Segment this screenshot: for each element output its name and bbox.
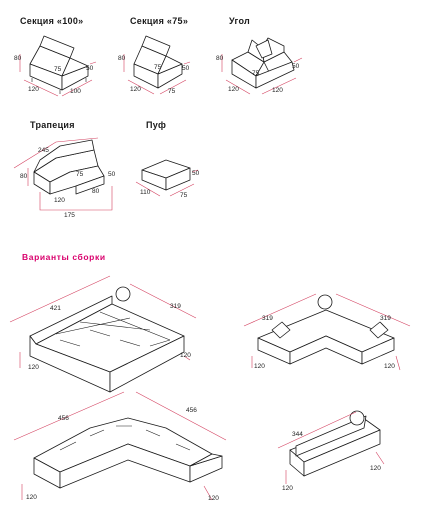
- dim-width: 75: [168, 88, 176, 95]
- dim-length-left: 421: [50, 305, 61, 312]
- dim-depth: 120: [228, 86, 239, 93]
- dim-depth: 120: [28, 86, 39, 93]
- dim-length-right: 456: [186, 407, 197, 414]
- assembly-variant-2: 319 319 120 120: [243, 293, 411, 371]
- dim-depth: 120: [54, 197, 65, 204]
- dim-seat-height: 50: [108, 171, 116, 178]
- dim-length-left: 456: [58, 415, 69, 422]
- section-100-drawing: 80 50 75 120 100: [14, 35, 97, 97]
- dim-seat-depth: 75: [54, 66, 62, 73]
- module-label-corner: Угол: [229, 16, 251, 26]
- assembly-variant-4: 344 120 120: [277, 410, 385, 492]
- dim-depth-left: 120: [282, 485, 293, 492]
- dim-length-right: 319: [170, 303, 181, 310]
- trapezoid-drawing: 245 80 50 75 120 80 175: [13, 137, 116, 219]
- dim-height: 80: [216, 55, 224, 62]
- dim-seat-depth: 75: [252, 70, 260, 77]
- module-label-pouf: Пуф: [146, 120, 167, 130]
- dim-height: 80: [118, 55, 126, 62]
- dim-total: 175: [64, 212, 75, 219]
- dim-depth-right: 120: [370, 465, 381, 472]
- assembly-variant-3: 456 456 120 120: [13, 391, 227, 502]
- dim-seat-height: 50: [292, 63, 300, 70]
- dim-width: 75: [180, 192, 188, 199]
- dim-depth-right: 120: [208, 495, 219, 502]
- dim-side: 80: [92, 188, 100, 195]
- dim-seat-height: 50: [86, 65, 94, 72]
- dim-height: 80: [20, 173, 28, 180]
- module-label-trapezoid: Трапеция: [30, 120, 75, 130]
- dim-seat-depth: 75: [76, 171, 84, 178]
- pouf-drawing: 50 110 75: [135, 159, 200, 199]
- section-75-drawing: 80 50 75 120 75: [118, 35, 191, 95]
- dim-seat-depth: 75: [154, 64, 162, 71]
- dim-height: 50: [192, 170, 200, 177]
- assembly-variant-1: 421 319 120 120: [9, 275, 197, 393]
- assembly-heading: Варианты сборки: [22, 252, 106, 262]
- corner-drawing: 80 50 75 120 120: [216, 37, 303, 95]
- dim-length-right: 319: [380, 315, 391, 322]
- dim-width-top: 245: [38, 147, 49, 154]
- dim-depth-right: 120: [384, 363, 395, 370]
- dim-height: 80: [14, 55, 22, 62]
- module-label-section-100: Секция «100»: [20, 16, 84, 26]
- dim-width: 100: [70, 88, 81, 95]
- module-label-section-75: Секция «75»: [130, 16, 189, 26]
- dim-length: 110: [140, 189, 151, 196]
- dim-depth-left: 120: [28, 364, 39, 371]
- dim-depth-left: 120: [26, 494, 37, 501]
- dim-length-left: 319: [262, 315, 273, 322]
- dim-width: 120: [272, 87, 283, 94]
- dim-depth-right: 120: [180, 352, 191, 359]
- dim-depth: 120: [130, 86, 141, 93]
- dim-depth-left: 120: [254, 363, 265, 370]
- dim-seat-height: 50: [182, 65, 190, 72]
- dim-length: 344: [292, 431, 303, 438]
